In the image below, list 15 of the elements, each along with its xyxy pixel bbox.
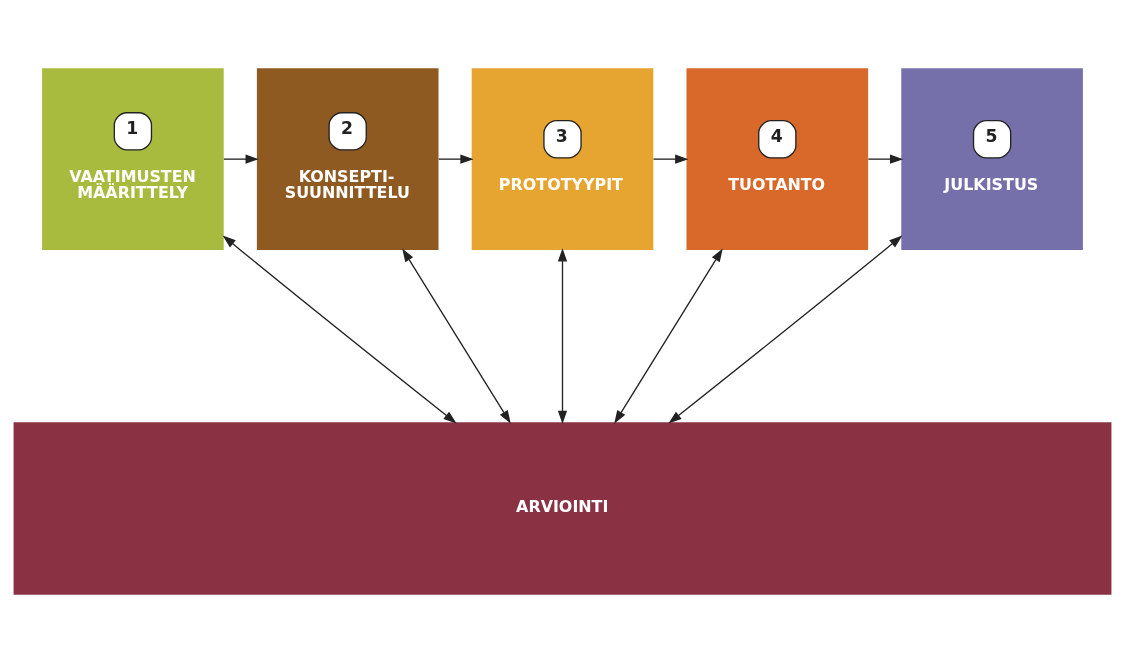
arrow: [867, 154, 904, 164]
arrow: [557, 247, 568, 424]
arrow: [668, 234, 903, 424]
arrow: [438, 154, 474, 164]
arrow: [223, 154, 259, 164]
node-box: 3 PROTOTYYPIT: [471, 67, 654, 250]
arrow: [652, 154, 689, 164]
arrow: [402, 247, 511, 424]
node-box: 2 KONSEPTI-SUUNNITTELU: [256, 67, 439, 250]
node-box: 4 TUOTANTO: [686, 67, 869, 250]
node-box: ARVIOINTI: [13, 421, 1112, 595]
node-box: 5 JULKISTUS: [901, 67, 1083, 250]
arrow: [222, 234, 457, 424]
node-box: 1 VAATIMUSTEN MÄÄRITTELY: [42, 67, 224, 250]
arrow: [614, 247, 723, 424]
